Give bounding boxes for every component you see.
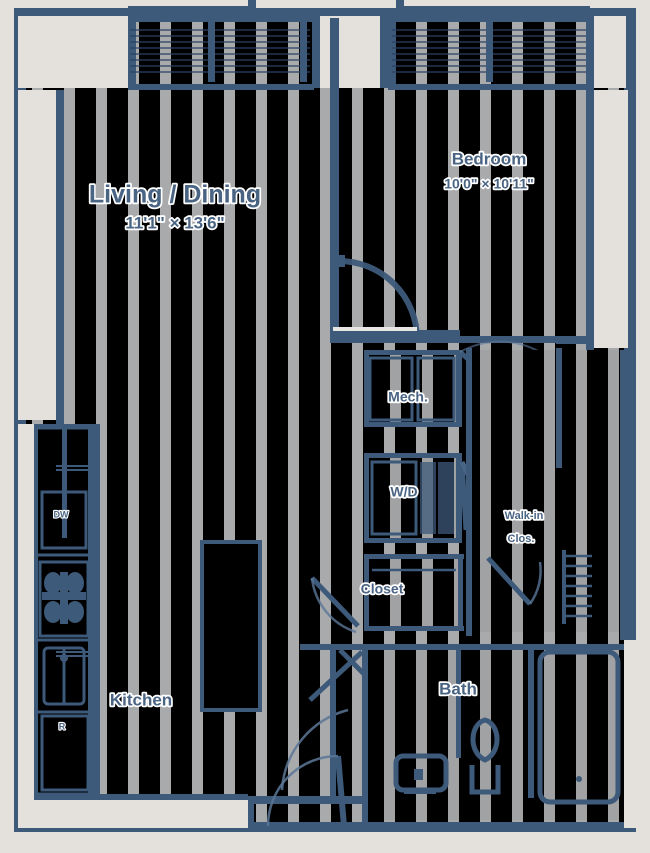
label-refrigerator: R (59, 721, 66, 731)
living-threshold (333, 327, 417, 331)
partition-living-bedroom (330, 18, 339, 334)
entry-walls (248, 644, 368, 826)
bedroom-door[interactable] (338, 255, 423, 340)
toilet (469, 717, 501, 795)
window-wall-center-pier (312, 16, 388, 88)
walk-in-closet-door[interactable] (486, 556, 542, 606)
refrigerator (40, 714, 90, 792)
hall-closet (364, 554, 464, 631)
dishwasher (40, 490, 88, 550)
label-washer-dryer: W/D (390, 484, 417, 500)
kitchen-sink (42, 646, 86, 706)
walk-in-closet (466, 348, 620, 636)
right-wall-recesses (586, 90, 636, 828)
label-bedroom-dimensions: 10'0" × 10'11" (444, 176, 534, 192)
label-walk-in-closet-line1: Walk-in (505, 510, 544, 522)
bathroom-vanity (393, 753, 449, 794)
bath-partition (456, 650, 534, 798)
label-dishwasher: DW (54, 509, 69, 519)
label-walk-in-closet-line2: Clos. (508, 533, 535, 545)
label-mech: Mech. (388, 389, 428, 405)
label-bedroom: Bedroom (452, 149, 527, 168)
cooktop (38, 560, 90, 638)
mech-closet (364, 350, 462, 427)
top-ledges (128, 6, 590, 11)
laundry-closet (364, 453, 462, 543)
kitchen-island (200, 540, 262, 712)
bathtub (537, 649, 621, 805)
hall-closet-door[interactable] (310, 576, 360, 634)
label-bath: Bath (439, 679, 477, 698)
label-living-dining-dimensions: 11'1" × 13'6" (125, 213, 224, 232)
label-living-dining: Living / Dining (89, 181, 261, 209)
label-closet: Closet (361, 581, 404, 597)
label-kitchen: Kitchen (110, 690, 172, 709)
wall-ticks (56, 465, 100, 657)
left-wall-recesses (18, 90, 248, 828)
entry-door[interactable] (266, 754, 347, 827)
